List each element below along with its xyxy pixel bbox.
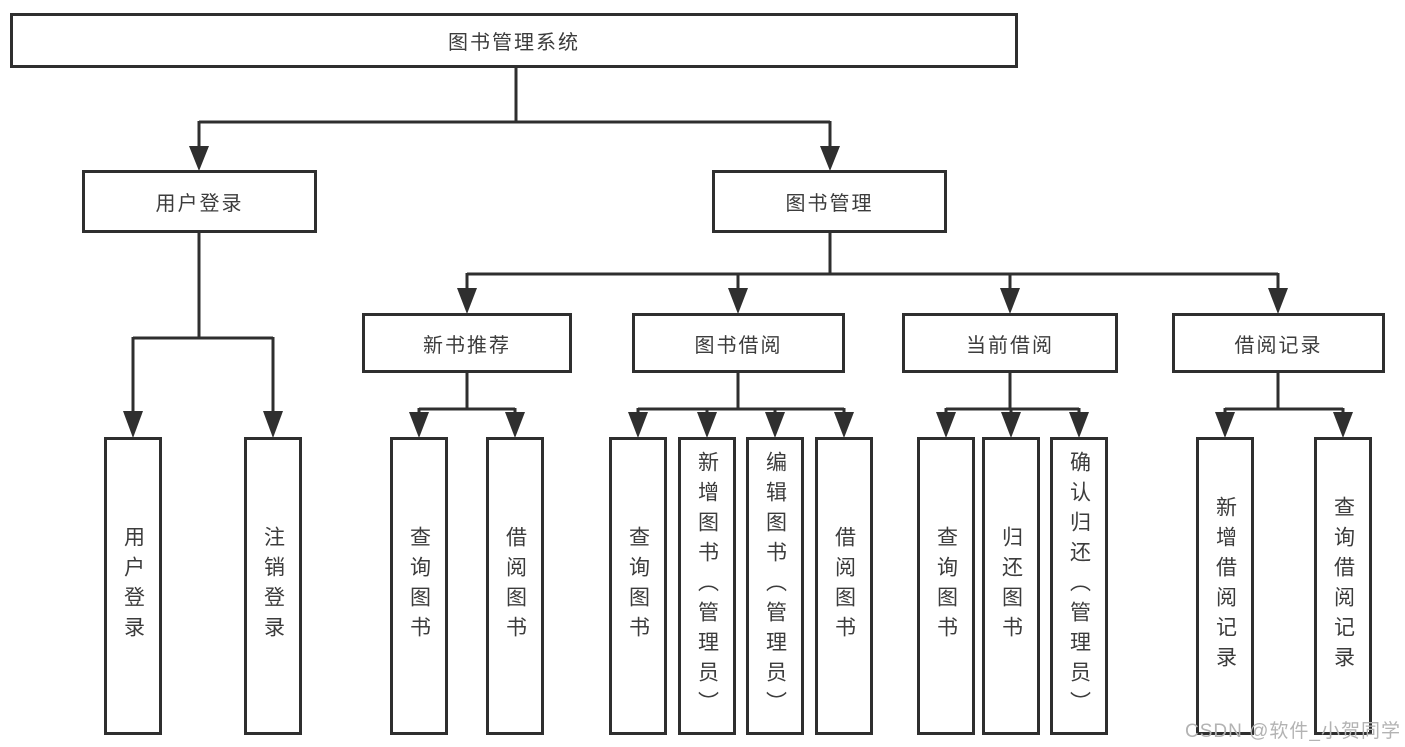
leaf-user-login: 用户登录 bbox=[104, 437, 162, 735]
leaf-borrow-books-recommend: 借阅图书 bbox=[486, 437, 544, 735]
node-new-book-recommend: 新书推荐 bbox=[362, 313, 572, 373]
node-root: 图书管理系统 bbox=[10, 13, 1018, 68]
leaf-query-books-borrow: 查询图书 bbox=[609, 437, 667, 735]
leaf-return-books: 归还图书 bbox=[982, 437, 1040, 735]
leaf-add-borrow-record: 新增借阅记录 bbox=[1196, 437, 1254, 735]
leaf-confirm-return-admin: 确认归还（管理员） bbox=[1050, 437, 1108, 735]
leaf-user-login-label: 用户登录 bbox=[121, 526, 145, 646]
node-book-management-label: 图书管理 bbox=[785, 193, 874, 215]
leaf-query-books-recommend: 查询图书 bbox=[390, 437, 448, 735]
leaf-borrow-books: 借阅图书 bbox=[815, 437, 873, 735]
leaf-logout-label: 注销登录 bbox=[261, 526, 285, 646]
leaf-edit-book-admin-label: 编辑图书（管理员） bbox=[763, 451, 787, 721]
leaf-query-borrow-record-label: 查询借阅记录 bbox=[1331, 496, 1355, 676]
leaf-query-books-current: 查询图书 bbox=[917, 437, 975, 735]
leaf-borrow-books-recommend-label: 借阅图书 bbox=[503, 526, 527, 646]
leaf-edit-book-admin: 编辑图书（管理员） bbox=[746, 437, 804, 735]
leaf-query-books-borrow-label: 查询图书 bbox=[626, 526, 650, 646]
leaf-logout: 注销登录 bbox=[244, 437, 302, 735]
leaf-confirm-return-admin-label: 确认归还（管理员） bbox=[1067, 451, 1091, 721]
node-current-borrow-label: 当前借阅 bbox=[966, 334, 1054, 357]
node-borrow-records-label: 借阅记录 bbox=[1234, 334, 1323, 357]
node-current-borrow: 当前借阅 bbox=[902, 313, 1118, 373]
leaf-query-books-current-label: 查询图书 bbox=[934, 526, 958, 646]
leaf-add-borrow-record-label: 新增借阅记录 bbox=[1213, 496, 1237, 676]
node-book-borrow: 图书借阅 bbox=[632, 313, 845, 373]
node-user-login: 用户登录 bbox=[82, 170, 317, 233]
node-book-borrow-label: 图书借阅 bbox=[694, 334, 783, 357]
leaf-add-book-admin: 新增图书（管理员） bbox=[678, 437, 736, 735]
leaf-query-books-recommend-label: 查询图书 bbox=[407, 526, 431, 646]
arrow-head-icons bbox=[123, 146, 1353, 438]
leaf-borrow-books-label: 借阅图书 bbox=[832, 526, 856, 646]
leaf-add-book-admin-label: 新增图书（管理员） bbox=[695, 451, 719, 721]
node-user-login-label: 用户登录 bbox=[155, 193, 244, 215]
node-book-management: 图书管理 bbox=[712, 170, 947, 233]
node-root-label: 图书管理系统 bbox=[448, 32, 580, 54]
leaf-return-books-label: 归还图书 bbox=[999, 526, 1023, 646]
leaf-query-borrow-record: 查询借阅记录 bbox=[1314, 437, 1372, 735]
node-new-book-recommend-label: 新书推荐 bbox=[423, 334, 511, 357]
node-borrow-records: 借阅记录 bbox=[1172, 313, 1385, 373]
